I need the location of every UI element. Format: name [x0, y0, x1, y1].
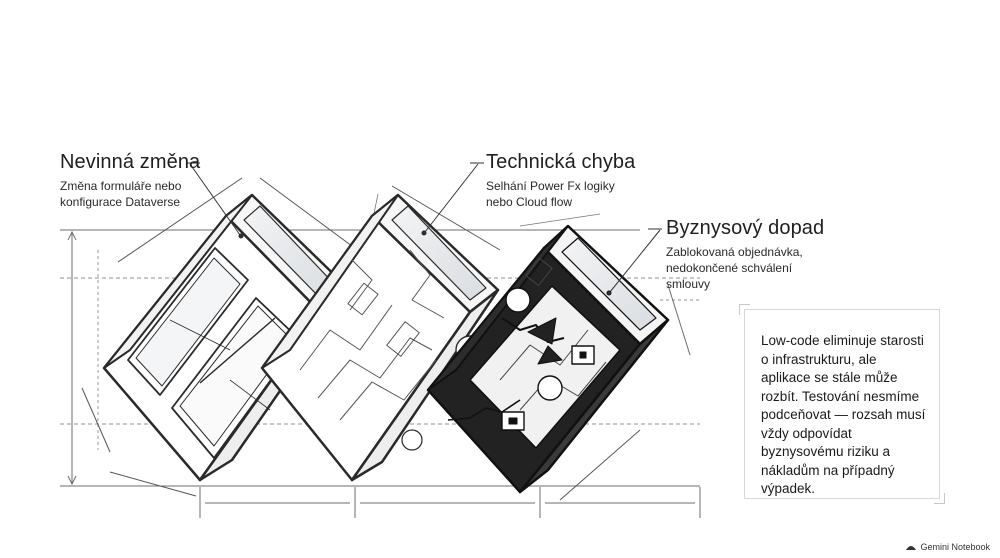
- box-business-impact: [426, 213, 670, 501]
- box-technical-error: [260, 163, 501, 482]
- label-business-impact: Byznysový dopad Zablokovaná objednávka, …: [666, 217, 824, 292]
- label-innocent-change-desc: Změna formuláře nebo konfigurace Dataver…: [60, 179, 182, 209]
- label-business-impact-desc: Zablokovaná objednávka, nedokončené schv…: [666, 245, 803, 291]
- label-technical-error-title: Technická chyba: [486, 151, 636, 173]
- gemini-notebook-icon: [906, 546, 917, 550]
- label-innocent-change: Nevinná změna Změna formuláře nebo konfi…: [60, 151, 230, 210]
- label-innocent-change-title: Nevinná změna: [60, 151, 201, 173]
- label-business-impact-title: Byznysový dopad: [666, 217, 825, 239]
- label-technical-error-desc: Selhání Power Fx logiky nebo Cloud flow: [486, 179, 615, 209]
- brand-mark: Gemini Notebook: [906, 542, 990, 552]
- label-technical-error: Technická chyba Selhání Power Fx logiky …: [486, 151, 636, 210]
- label-leaders: [186, 162, 662, 230]
- box-innocent-change: [81, 163, 361, 497]
- callout-text: Low-code eliminuje starosti o infrastruk…: [761, 333, 926, 496]
- guide-lines: [60, 229, 701, 518]
- brand-text: Gemini Notebook: [920, 542, 990, 552]
- callout-box: Low-code eliminuje starosti o infrastruk…: [739, 304, 945, 504]
